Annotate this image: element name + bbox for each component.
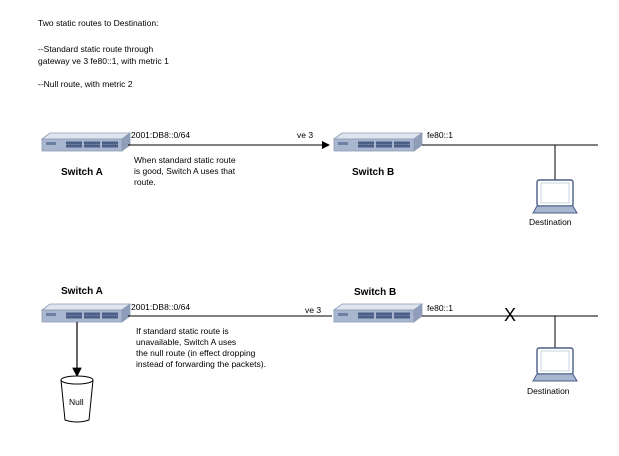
note-top-line3: route. [134,177,156,187]
note-bottom-line1: If standard static route is [136,326,229,336]
switch-a-bottom-icon [41,303,131,323]
switch-b-bottom-label: Switch B [354,287,397,298]
null-bin-icon [60,375,94,423]
destination-top-laptop-icon [532,179,578,214]
switch-a-bottom-label: Switch A [61,286,103,297]
switch-b-top-icon [333,132,423,152]
switch-b-bottom-icon [333,303,423,323]
note-bottom-line3: the null route (in effect dropping [136,348,256,358]
note-top-line2: is good, Switch A uses that [134,166,236,176]
gateway-bottom: fe80::1 [427,303,453,313]
switch-b-top-label: Switch B [352,167,395,178]
intro-route1-line1: --Standard static route through [38,44,154,54]
note-top-line1: When standard static route [134,155,236,165]
interface-top: ve 3 [297,130,314,140]
switch-a-top-label: Switch A [61,167,103,178]
intro-route1-line2: gateway ve 3 fe80::1, with metric 1 [38,56,169,66]
switch-a-top-icon [41,132,131,152]
interface-bottom: ve 3 [305,305,322,315]
gateway-top: fe80::1 [427,130,453,140]
prefix-top: 2001:DB8::0/64 [131,130,191,140]
prefix-bottom: 2001:DB8::0/64 [131,302,191,312]
destination-bottom-label: Destination [527,386,570,396]
note-bottom-line4: instead of forwarding the packets). [136,359,266,369]
destination-top-label: Destination [529,217,572,227]
intro-route2: --Null route, with metric 2 [38,79,133,89]
destination-bottom-laptop-icon [532,347,578,382]
intro-title: Two static routes to Destination: [38,18,159,28]
note-bottom-line2: unavailable, Switch A uses [136,337,237,347]
link-broken-x-icon: X [504,305,517,325]
null-label: Null [69,397,84,407]
